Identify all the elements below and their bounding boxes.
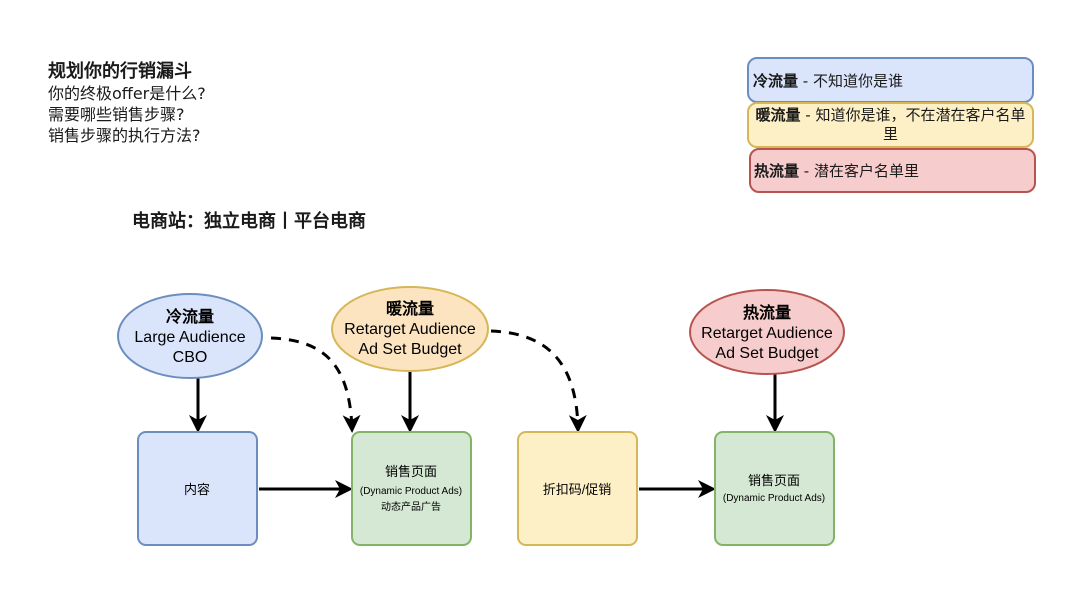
node-hot-title: 热流量 xyxy=(743,303,791,322)
node-content: 内容 xyxy=(137,431,258,546)
node-hot-line2: Ad Set Budget xyxy=(715,345,819,362)
legend-hot: 热流量 - 潜在客户名单里 xyxy=(749,148,1036,193)
node-sales2-line1: (Dynamic Product Ads) xyxy=(723,493,825,504)
diagram-subtitle: 电商站：独立电商丨平台电商 xyxy=(132,211,366,232)
legend-warm-label: 暖流量 xyxy=(755,106,801,124)
legend-hot-desc: - 潜在客户名单里 xyxy=(799,162,919,180)
legend-cold: 冷流量 - 不知道你是谁 xyxy=(747,57,1034,103)
node-sales1-line1: (Dynamic Product Ads) xyxy=(360,486,462,497)
legend-cold-label: 冷流量 xyxy=(753,71,799,90)
node-warm-title: 暖流量 xyxy=(386,299,434,318)
node-cold-line2: CBO xyxy=(173,349,208,366)
node-sales1-line2: 动态产品广告 xyxy=(381,500,441,513)
edge-warm-to-discount-dashed xyxy=(490,329,587,433)
intro-line: 你的终极offer是什么? xyxy=(48,84,206,103)
legend-warm-desc: - 知道你是谁，不在潜在客户名单里 xyxy=(800,106,1026,143)
node-cold-line1: Large Audience xyxy=(134,329,245,346)
intro-title: 规划你的行销漏斗 xyxy=(48,61,192,82)
node-sales1-title: 销售页面 xyxy=(385,464,437,479)
intro-line: 需要哪些销售步骤? xyxy=(48,105,185,124)
node-sales2-title: 销售页面 xyxy=(748,473,800,488)
node-warm-line2: Ad Set Budget xyxy=(358,341,462,358)
intro-line: 销售步骤的执行方法? xyxy=(48,126,201,145)
node-hot-line1: Retarget Audience xyxy=(701,325,833,342)
node-sales-page-2: 销售页面 (Dynamic Product Ads) xyxy=(714,431,835,546)
node-cold-title: 冷流量 xyxy=(166,307,214,326)
node-warm-line1: Retarget Audience xyxy=(344,321,476,338)
node-discount-label: 折扣码/促销 xyxy=(543,482,612,497)
node-content-label: 内容 xyxy=(184,482,210,497)
node-discount: 折扣码/促销 xyxy=(517,431,638,546)
legend-warm: 暖流量 - 知道你是谁，不在潜在客户名单里 xyxy=(747,102,1034,148)
node-hot-traffic: 热流量 Retarget Audience Ad Set Budget xyxy=(689,289,845,375)
edge-cold-to-sales1-dashed xyxy=(270,336,361,433)
legend-hot-label: 热流量 xyxy=(754,162,800,180)
legend-cold-desc: - 不知道你是谁 xyxy=(798,71,903,90)
node-warm-traffic: 暖流量 Retarget Audience Ad Set Budget xyxy=(331,286,489,372)
node-sales-page-1: 销售页面 (Dynamic Product Ads) 动态产品广告 xyxy=(351,431,472,546)
node-cold-traffic: 冷流量 Large Audience CBO xyxy=(117,293,263,379)
